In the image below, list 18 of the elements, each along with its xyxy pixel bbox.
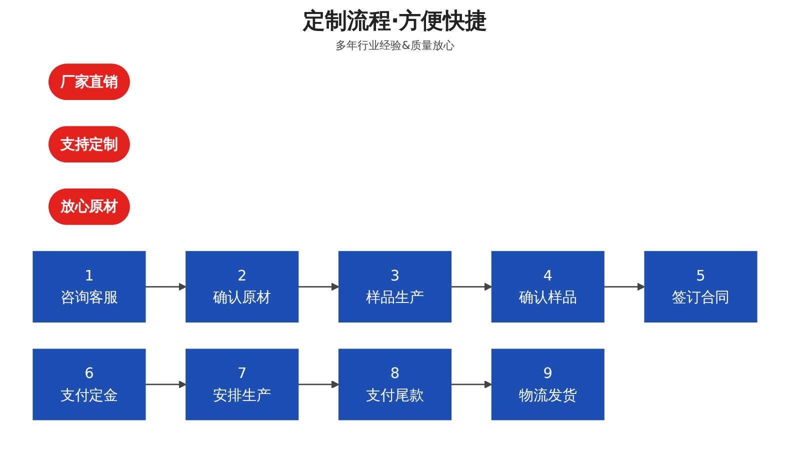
node-box: 2 确认原材 <box>186 251 299 323</box>
arrow <box>298 282 340 291</box>
subtitle: 多年行业经验&质量放心 <box>336 38 454 53</box>
node-box: 6 支付定金 <box>32 348 146 420</box>
arrow <box>145 282 186 291</box>
arrow <box>145 380 186 388</box>
title: 定制流程·方便快捷 <box>302 8 488 36</box>
node-box: 8 支付尾款 <box>338 348 452 420</box>
node-box: 9 物流发货 <box>491 348 604 420</box>
node-box: 5 签订合同 <box>644 251 758 323</box>
node-box: 1 咨询客服 <box>32 251 146 323</box>
node-box: 4 确认样品 <box>491 251 604 323</box>
node-box: 7 安排生产 <box>186 348 299 420</box>
node-box: 3 样品生产 <box>338 251 452 323</box>
arrow <box>604 282 646 291</box>
arrow <box>298 380 340 388</box>
arrow <box>451 282 492 291</box>
arrow <box>451 380 492 388</box>
